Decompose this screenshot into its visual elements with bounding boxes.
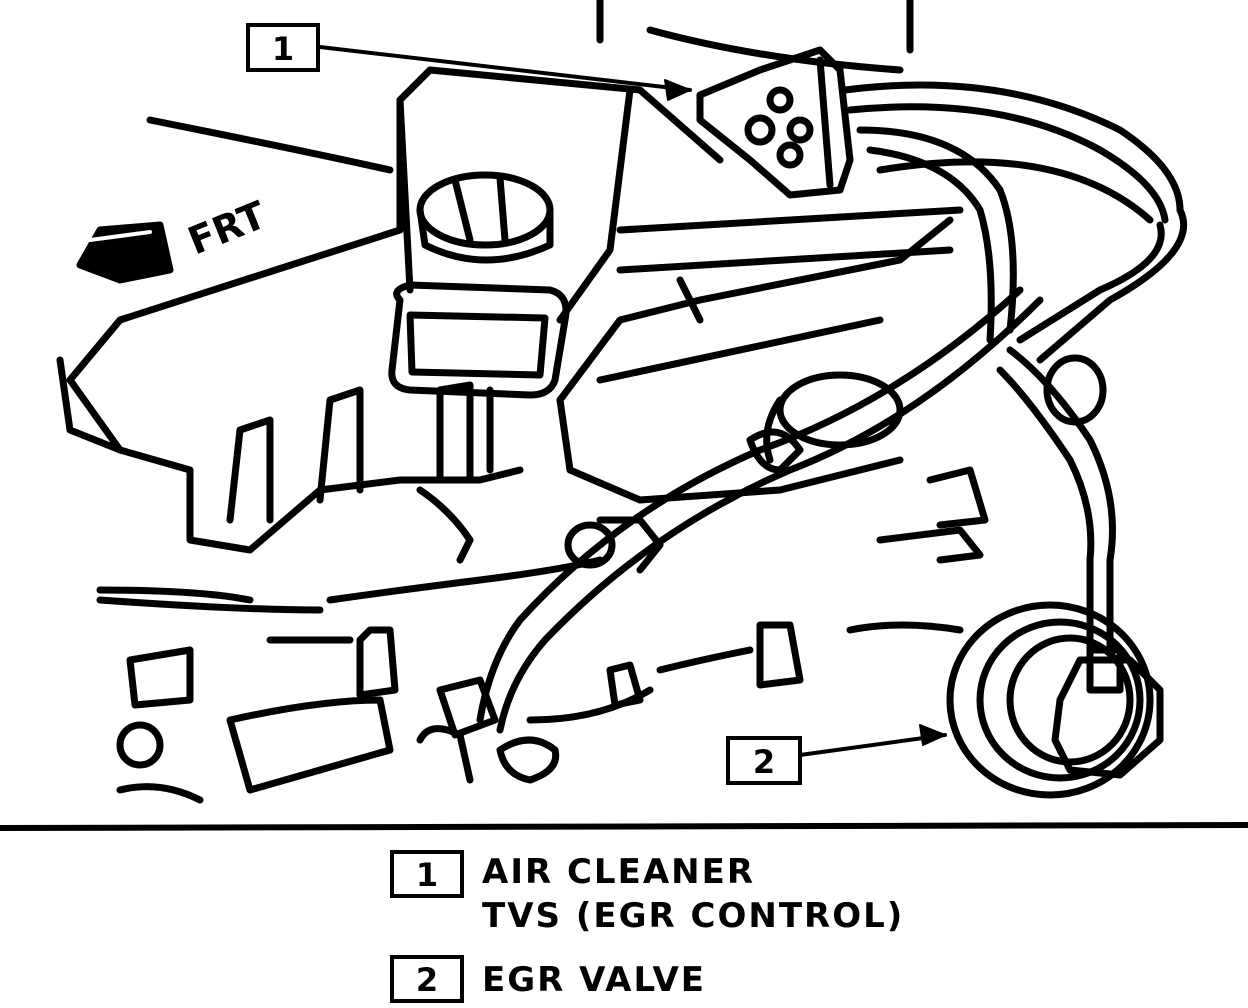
legend-item-1-number: 1 xyxy=(416,856,438,894)
legend-item-2-line-1: EGR VALVE xyxy=(482,960,706,1000)
legend: 1 AIR CLEANER TVS (EGR CONTROL) 2 EGR VA… xyxy=(390,850,904,1003)
filler-cap xyxy=(416,171,554,264)
legend-item-2-number: 2 xyxy=(416,961,438,999)
callout-1-number: 1 xyxy=(272,30,294,68)
baseline-rule xyxy=(0,822,1248,831)
front-label: FRT xyxy=(182,193,272,264)
sight-window xyxy=(388,281,570,399)
tvs-valve xyxy=(696,46,854,199)
egr-valve xyxy=(946,601,1164,799)
legend-item-2: 2 EGR VALVE xyxy=(390,955,706,1003)
callout-2-number: 2 xyxy=(753,743,775,781)
legend-item-1-line-1: AIR CLEANER xyxy=(482,852,755,892)
legend-item-1-line-2: TVS (EGR CONTROL) xyxy=(482,896,904,936)
lower-engine xyxy=(96,466,989,804)
callout-2: 2 xyxy=(726,736,802,785)
vacuum-hoses xyxy=(476,81,1188,734)
front-arrow-icon xyxy=(76,221,174,284)
callout-2-leader xyxy=(798,724,947,757)
callout-1-leader xyxy=(318,45,692,101)
callout-1: 1 xyxy=(246,23,320,72)
air-cleaner-housing xyxy=(56,0,914,554)
legend-item-1: 1 AIR CLEANER TVS (EGR CONTROL) xyxy=(390,850,904,936)
solenoid xyxy=(556,206,1107,504)
